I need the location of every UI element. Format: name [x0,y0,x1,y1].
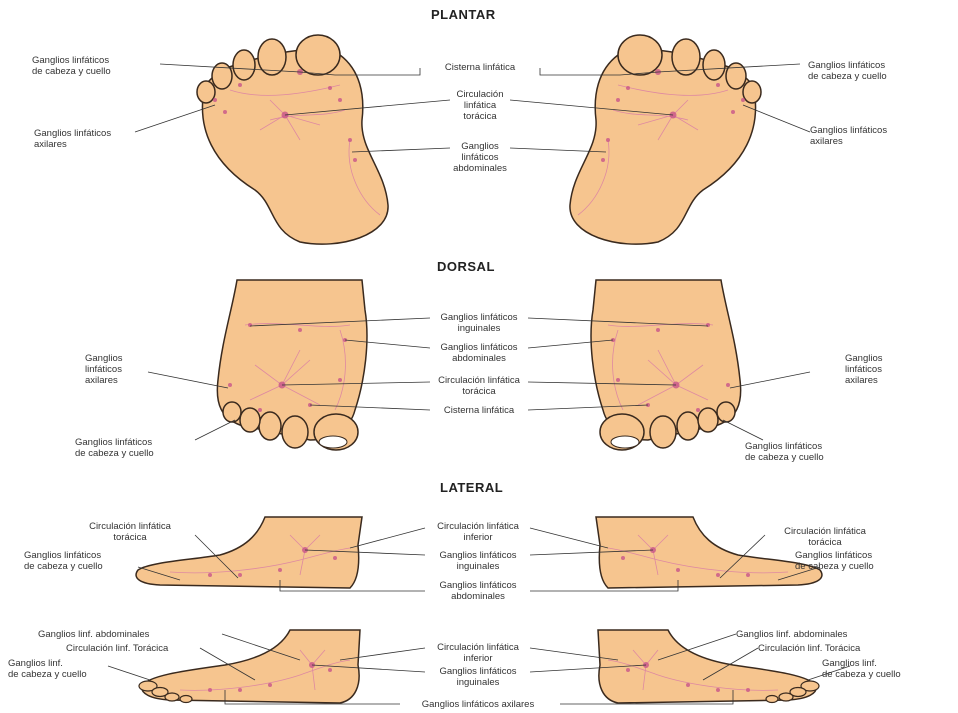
label-lateral2-left-head-neck-nodes: Ganglios linf.de cabeza y cuello [8,658,87,680]
plantar-right-foot [570,35,761,244]
section-title-dorsal: DORSAL [437,259,495,274]
label-lateral2-right-thoracic-circulation: Circulación linf. Torácica [758,643,860,654]
label-lateral2-right-head-neck-nodes: Ganglios linf.de cabeza y cuello [822,658,901,680]
lateral-right-foot-2 [598,630,819,703]
plantar-left-foot [197,35,388,244]
dorsal-left-foot [217,280,367,450]
lateral-left-foot-2 [139,630,360,703]
section-title-plantar: PLANTAR [431,7,496,22]
dorsal-right-foot [591,280,741,450]
label-plantar-cisterna: Cisterna linfática [432,62,528,73]
label-lateral2-left-abdominal-nodes: Ganglios linf. abdominales [38,629,149,640]
label-lateral2-axillary-nodes: Ganglios linfáticos axilares [398,699,558,710]
section-title-lateral: LATERAL [440,480,503,495]
label-dorsal-cisterna: Cisterna linfática [425,405,533,416]
label-lateral2-right-abdominal-nodes: Ganglios linf. abdominales [736,629,847,640]
label-lateral2-left-thoracic-circulation: Circulación linf. Torácica [66,643,168,654]
